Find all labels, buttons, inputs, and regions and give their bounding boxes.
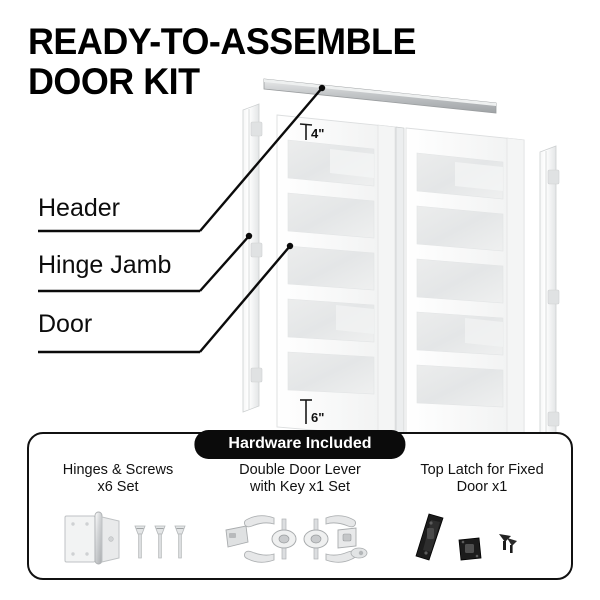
hinge-and-screws-icon xyxy=(27,497,209,580)
hardware-item-hinges: Hinges & Screws x6 Set xyxy=(27,462,209,580)
hardware-item-latch-caption: Top Latch for Fixed Door x1 xyxy=(420,462,544,495)
dimension-top-rail: 4" xyxy=(299,123,324,141)
callout-header: Header xyxy=(38,194,120,222)
dimension-bottom-rail: 6" xyxy=(300,399,324,425)
dimension-top-rail-label: 4" xyxy=(311,126,324,141)
callout-door: Door xyxy=(38,310,93,338)
right-strike-jamb xyxy=(539,145,560,457)
page-title: READY-TO-ASSEMBLE DOOR KIT xyxy=(28,22,498,102)
hardware-item-latch: Top Latch for Fixed Door x1 xyxy=(391,462,573,580)
hardware-items-row: Hinges & Screws x6 Set xyxy=(27,462,573,580)
leader-line-header xyxy=(38,84,326,233)
hardware-item-hinges-caption: Hinges & Screws x6 Set xyxy=(62,462,174,495)
door-leaf-left xyxy=(276,114,396,438)
door-leaf-right xyxy=(405,127,525,451)
title-line-1: READY-TO-ASSEMBLE xyxy=(28,21,416,62)
dimension-bottom-rail-label: 6" xyxy=(311,410,324,425)
title-line-2: DOOR KIT xyxy=(28,61,200,102)
leader-line-hinge-jamb xyxy=(38,232,253,293)
left-hinge-jamb xyxy=(242,103,263,413)
center-jamb xyxy=(395,126,405,439)
hardware-item-lever-caption: Double Door Lever with Key x1 Set xyxy=(239,462,361,495)
hardware-item-lever: Double Door Lever with Key x1 Set xyxy=(209,462,391,580)
top-latch-icon xyxy=(391,497,573,580)
hardware-included-badge: Hardware Included xyxy=(194,430,406,459)
callout-hinge-jamb: Hinge Jamb xyxy=(38,251,172,279)
leader-line-door xyxy=(38,242,294,354)
door-lever-set-icon xyxy=(209,497,391,580)
